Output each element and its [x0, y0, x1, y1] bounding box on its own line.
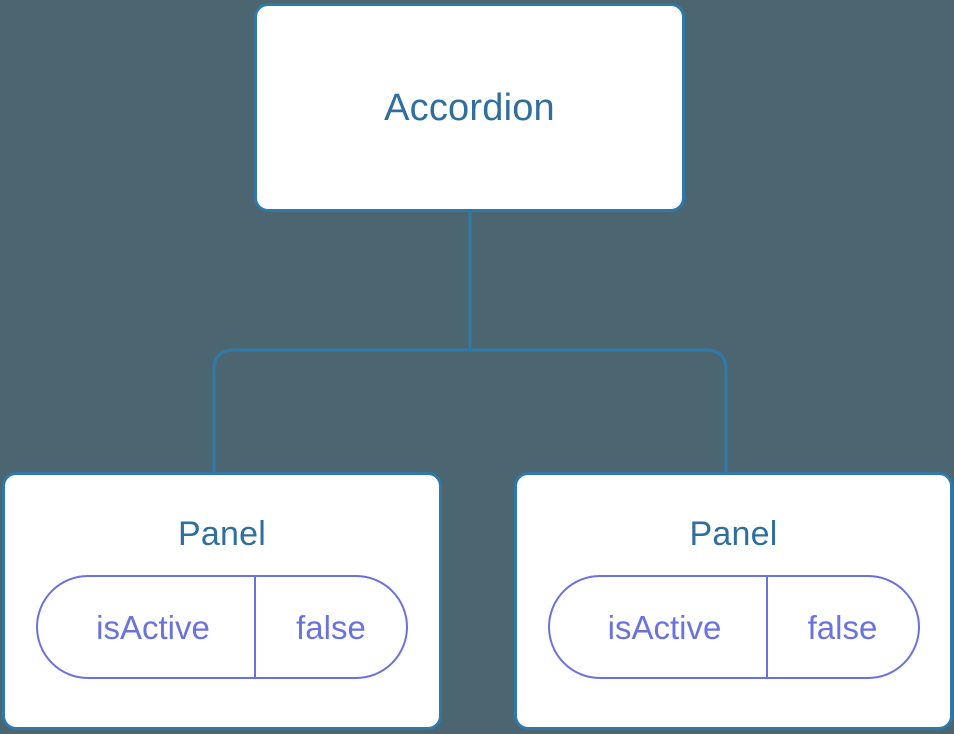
state-pill-left-key: isActive — [96, 608, 210, 646]
state-pill-left-value: false — [254, 577, 406, 677]
state-pill-right-value: false — [765, 577, 918, 677]
node-accordion-title: Accordion — [384, 86, 555, 129]
node-panel-right[interactable]: Panel isActive false — [514, 472, 953, 730]
node-accordion[interactable]: Accordion — [254, 3, 685, 212]
node-panel-left-title: Panel — [178, 515, 266, 553]
node-panel-right-title: Panel — [689, 515, 778, 553]
state-pill-left[interactable]: isActive false — [36, 575, 408, 679]
edge-branch-right — [470, 348, 728, 474]
state-pill-right-key: isActive — [607, 608, 722, 646]
state-pill-right[interactable]: isActive false — [547, 575, 920, 679]
edge-branch-left — [212, 348, 470, 474]
node-panel-left[interactable]: Panel isActive false — [2, 472, 442, 730]
